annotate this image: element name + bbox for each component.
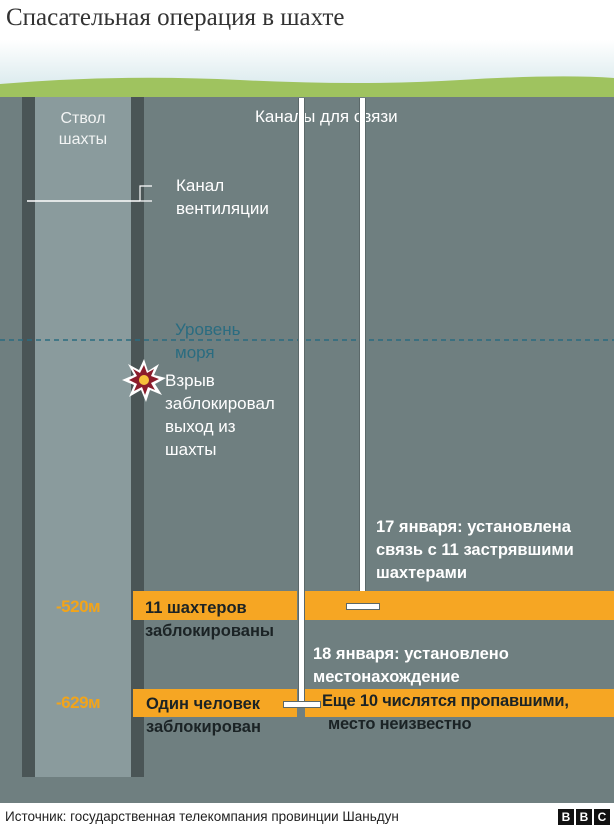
depth-629: -629м xyxy=(56,693,101,712)
page-title: Спасательная операция в шахте xyxy=(6,4,345,31)
bbc-logo-letter: B xyxy=(576,809,592,825)
shaft-label: Ствол шахты xyxy=(58,110,108,148)
missing-label: Еще 10 числятся пропавшими, место неизве… xyxy=(322,692,569,733)
channels-label: Каналы для связи xyxy=(255,107,398,126)
ground-surface xyxy=(0,76,614,102)
event-jan18: 18 января: установлено местонахождение xyxy=(313,645,509,686)
level-629-label: Один человек заблокирован xyxy=(146,695,261,736)
bbc-logo-letter: B xyxy=(558,809,574,825)
channel-pipe-2 xyxy=(359,98,366,606)
channel-pipe-1-cap xyxy=(283,701,321,708)
shaft xyxy=(35,97,131,777)
bbc-logo: B B C xyxy=(558,809,610,825)
level-629-band-right xyxy=(305,689,614,717)
explosion-icon xyxy=(122,359,166,402)
level-520-band-left xyxy=(133,591,297,620)
event-jan17: 17 января: установлена связь с 11 застря… xyxy=(376,518,574,582)
level-629-band-left xyxy=(133,689,297,717)
sea-level-label: Уровень моря xyxy=(175,320,241,362)
level-520-label: 11 шахтеров заблокированы xyxy=(145,599,275,640)
source-text: Источник: государственная телекомпания п… xyxy=(5,809,399,824)
depth-520: -520м xyxy=(56,597,101,616)
channel-pipe-1 xyxy=(298,98,305,704)
channel-pipe-2-cap xyxy=(346,603,380,610)
bbc-logo-letter: C xyxy=(594,809,610,825)
footer: Источник: государственная телекомпания п… xyxy=(0,803,614,829)
channel-pipe-1-lower xyxy=(298,620,305,704)
shaft-wall-left xyxy=(22,97,35,777)
ventilation-label: Канал вентиляции xyxy=(176,176,269,218)
explosion-label: Взрыв заблокировал выход из шахты xyxy=(165,371,275,459)
